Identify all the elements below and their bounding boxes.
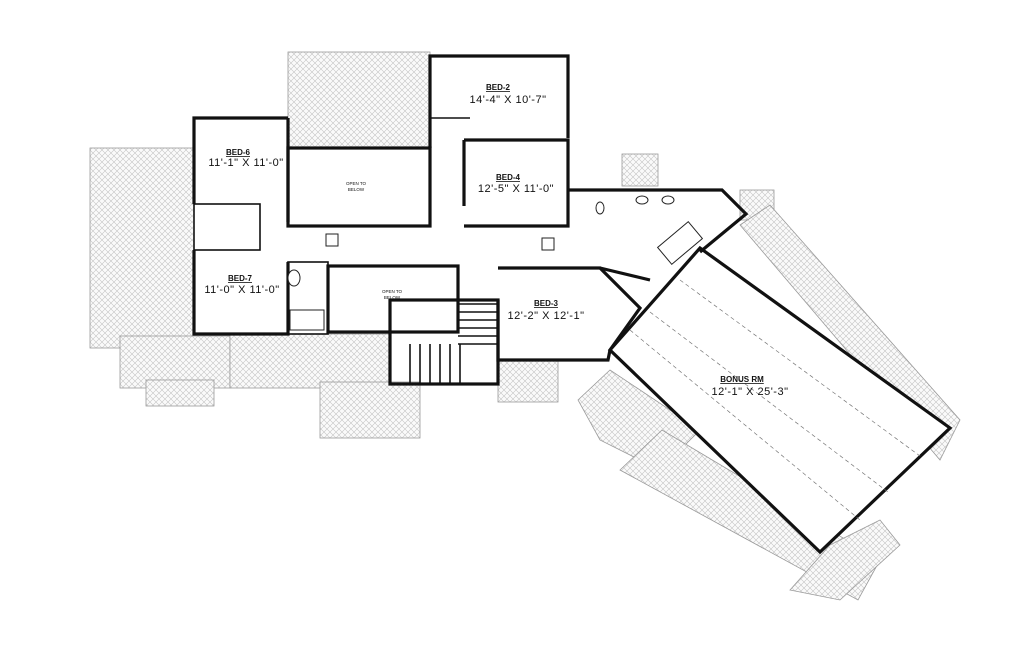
open-below-1-line1: OPEN TO	[346, 181, 367, 186]
skylight-1	[325, 233, 339, 247]
bonus-ridge-line-2	[629, 329, 861, 521]
roof-bottom-entry	[319, 381, 421, 439]
sink-right-1	[635, 195, 649, 205]
bed7-dims: 11'-0" X 11'-0"	[204, 284, 279, 296]
bed7-name: BED-7	[228, 274, 253, 283]
roof-left-porch-step	[145, 379, 215, 407]
bonus-ridge-line	[649, 311, 889, 493]
fixtures	[287, 195, 704, 331]
roof-bottom-left	[229, 333, 391, 389]
bed3-dims: 12'-2" X 12'-1"	[508, 310, 585, 322]
roof-left	[89, 147, 195, 349]
open-below-1-line2: BELOW	[348, 187, 365, 192]
roof-bottom-mid	[497, 359, 559, 403]
skylight-2	[541, 237, 555, 251]
roof-chimney	[621, 153, 659, 187]
bed6-dims: 11'-1" X 11'-0"	[208, 157, 283, 169]
bonus-room-wing	[607, 245, 953, 555]
open-below-2-line1: OPEN TO	[382, 289, 403, 294]
stair-treads	[409, 303, 498, 384]
walls	[192, 54, 749, 386]
bed2-name: BED-2	[486, 83, 511, 92]
bed2-dims: 14'-4" X 10'-7"	[470, 94, 547, 106]
bath-right-walls	[568, 188, 749, 254]
open-below-2-line2: BELOW	[384, 295, 401, 300]
bonus-room-walls	[607, 245, 953, 555]
bonus-dims: 12'-1" X 25'-3"	[712, 386, 789, 398]
toilet-left	[287, 269, 301, 287]
sink-right-2	[661, 195, 675, 205]
tub-left	[289, 309, 325, 331]
labels: BED-2 14'-4" X 10'-7" BED-4 12'-5" X 11'…	[204, 83, 788, 398]
roof-top-center	[287, 51, 431, 149]
bed3-name: BED-3	[534, 299, 559, 308]
bonus-ridge-line-3	[679, 279, 921, 457]
bed4-name: BED-4	[496, 173, 521, 182]
bonus-name: BONUS RM	[720, 375, 764, 384]
bed6-name: BED-6	[226, 148, 251, 157]
bed4-dims: 12'-5" X 11'-0"	[478, 183, 554, 195]
bed4-walls	[464, 138, 570, 228]
tub-right	[656, 221, 704, 265]
roof-left-porch	[119, 335, 231, 389]
hall-right-wall	[599, 266, 651, 282]
roof-bonus-tip	[789, 519, 901, 601]
open-below-top	[286, 146, 432, 228]
toilet-right	[595, 201, 605, 215]
bed2-walls	[428, 54, 570, 148]
bed6-wall-top	[192, 116, 288, 204]
roof-areas	[89, 51, 961, 601]
stair-left	[193, 203, 261, 251]
